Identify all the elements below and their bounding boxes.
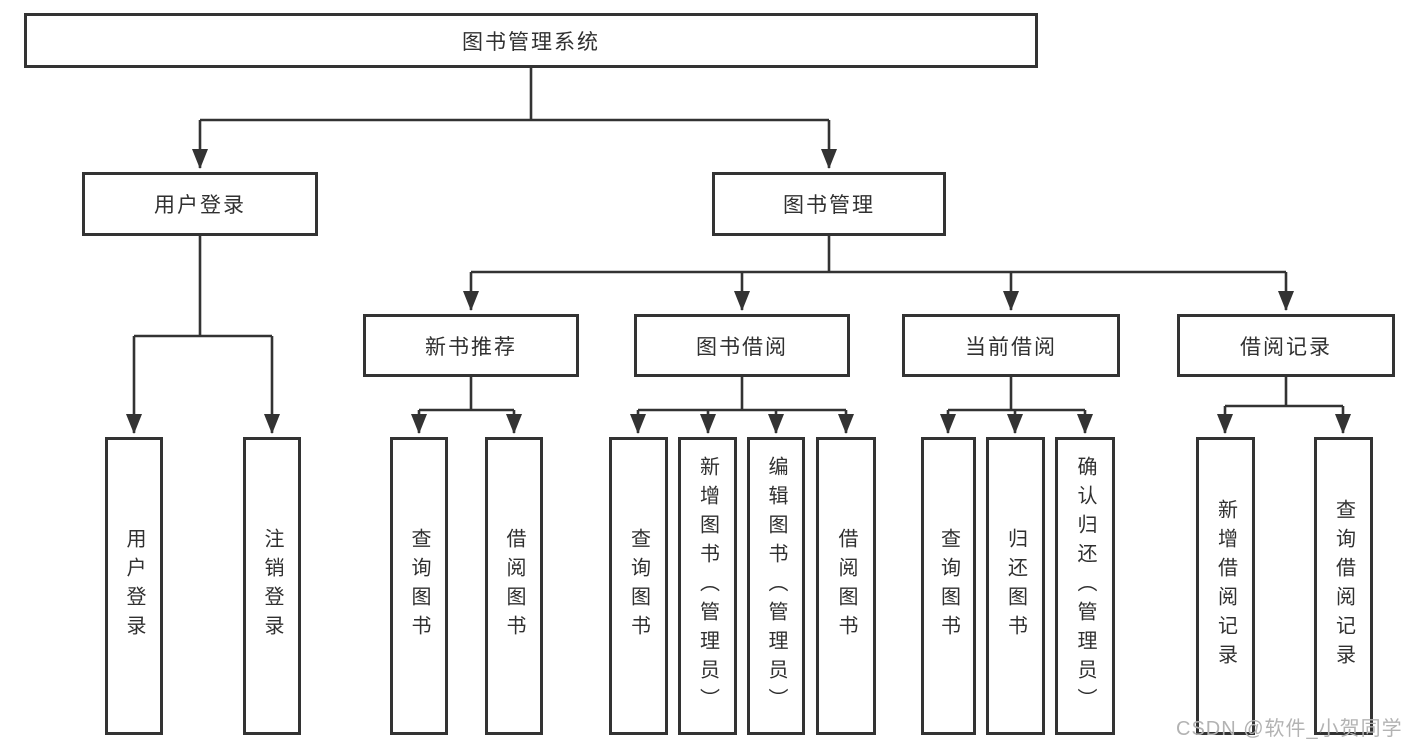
leaf-query-books-label: 查询图书 <box>937 528 960 644</box>
leaf-add-borrow-record-label: 新增借阅记录 <box>1214 499 1237 673</box>
node-book-borrowing: 图书借阅 <box>634 314 850 377</box>
leaf-query-books: 查询图书 <box>609 437 668 735</box>
leaf-query-books-label: 查询图书 <box>627 528 650 644</box>
leaf-edit-books-admin-label: 编辑图书（管理员） <box>765 455 787 717</box>
leaf-logout: 注销登录 <box>243 437 301 735</box>
leaf-return-books: 归还图书 <box>986 437 1045 735</box>
leaf-borrow-books: 借阅图书 <box>816 437 876 735</box>
leaf-return-books-label: 归还图书 <box>1004 528 1027 644</box>
leaf-query-borrow-record-label: 查询借阅记录 <box>1332 499 1355 673</box>
leaf-confirm-return-admin-label: 确认归还（管理员） <box>1074 455 1096 717</box>
leaf-add-borrow-record: 新增借阅记录 <box>1196 437 1255 735</box>
node-user-login: 用户登录 <box>82 172 318 236</box>
node-system-root: 图书管理系统 <box>24 13 1038 68</box>
leaf-borrow-books-label: 借阅图书 <box>835 528 857 644</box>
leaf-logout-label: 注销登录 <box>261 528 283 644</box>
leaf-query-books-label: 查询图书 <box>408 528 430 644</box>
node-book-management: 图书管理 <box>712 172 946 236</box>
watermark-text: CSDN @软件_小贺同学 <box>1176 718 1403 740</box>
node-book-management-label: 图书管理 <box>783 194 875 217</box>
leaf-borrow-books: 借阅图书 <box>485 437 543 735</box>
leaf-edit-books-admin: 编辑图书（管理员） <box>747 437 805 735</box>
leaf-user-login-label: 用户登录 <box>123 528 145 644</box>
node-new-book-recommendation-label: 新书推荐 <box>425 335 517 359</box>
node-new-book-recommendation: 新书推荐 <box>363 314 579 377</box>
leaf-add-books-admin: 新增图书（管理员） <box>678 437 737 735</box>
leaf-borrow-books-label: 借阅图书 <box>503 528 525 644</box>
node-borrowing-records: 借阅记录 <box>1177 314 1395 377</box>
leaf-query-books: 查询图书 <box>921 437 976 735</box>
leaf-user-login: 用户登录 <box>105 437 163 735</box>
node-current-borrowing-label: 当前借阅 <box>965 335 1057 359</box>
leaf-add-books-admin-label: 新增图书（管理员） <box>696 455 719 717</box>
node-book-borrowing-label: 图书借阅 <box>696 335 788 359</box>
leaf-query-borrow-record: 查询借阅记录 <box>1314 437 1373 735</box>
node-user-login-label: 用户登录 <box>154 194 246 217</box>
leaf-query-books: 查询图书 <box>390 437 448 735</box>
node-borrowing-records-label: 借阅记录 <box>1240 335 1332 359</box>
node-current-borrowing: 当前借阅 <box>902 314 1120 377</box>
leaf-confirm-return-admin: 确认归还（管理员） <box>1055 437 1115 735</box>
node-system-root-label: 图书管理系统 <box>462 30 600 54</box>
